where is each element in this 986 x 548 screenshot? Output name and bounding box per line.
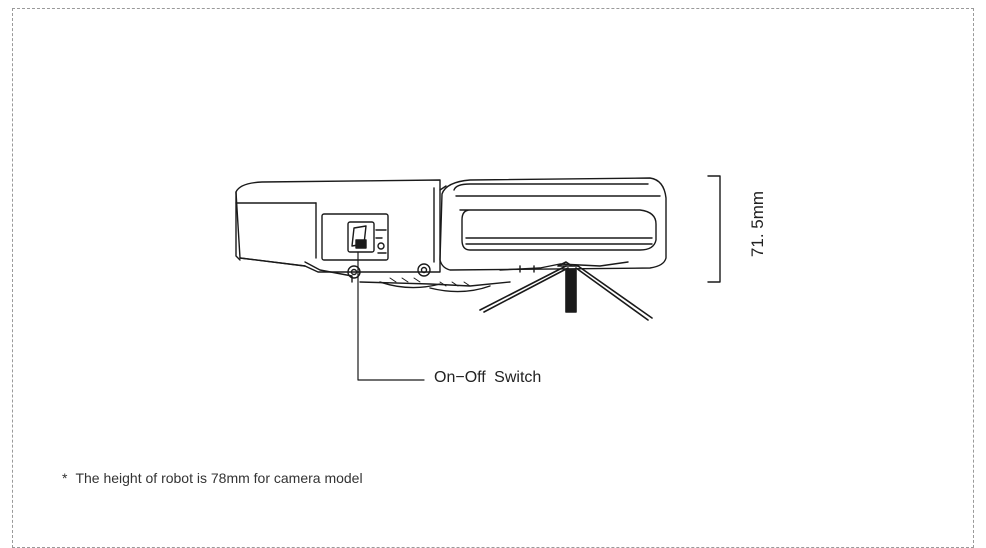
- side-brush: [479, 261, 653, 321]
- footnote-marker: *: [62, 470, 68, 486]
- height-dimension-label: 71. 5mm: [748, 190, 767, 258]
- drive-wheels: [359, 261, 629, 293]
- footnote-text: The height of robot is 78mm for camera m…: [75, 470, 363, 486]
- switch-leader-line: [357, 251, 425, 381]
- robot-side-view-diagram: [235, 175, 721, 381]
- switch-panel: [321, 213, 389, 261]
- robot-left-body: [235, 179, 441, 283]
- footnote: * The height of robot is 78mm for camera …: [62, 470, 363, 486]
- height-dimension-bracket: [707, 175, 721, 283]
- robot-top-cover: [439, 177, 667, 271]
- on-off-switch-label: On−Off Switch: [434, 369, 542, 386]
